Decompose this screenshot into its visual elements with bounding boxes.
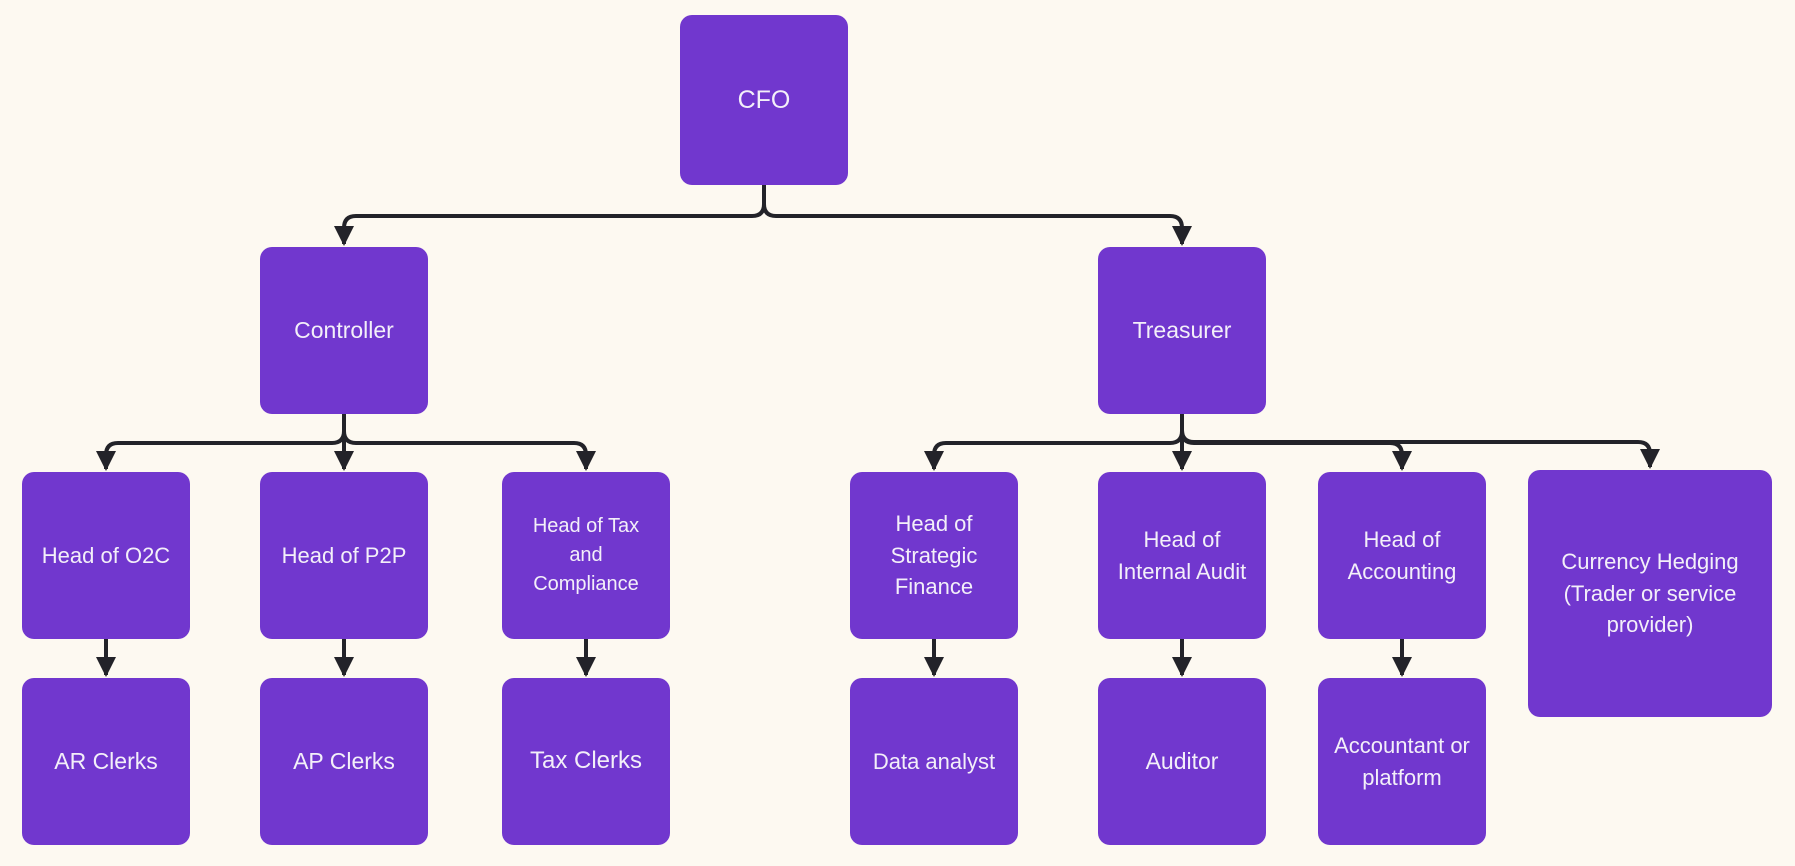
org-node-taxclerks[interactable]: Tax Clerks — [502, 678, 670, 845]
org-node-p2p[interactable]: Head of P2P — [260, 472, 428, 639]
org-node-accountant[interactable]: Accountant or platform — [1318, 678, 1486, 845]
org-node-label: Head of O2C — [41, 542, 171, 568]
org-node-label: Head of Tax and Compliance — [532, 515, 640, 595]
org-node-controller[interactable]: Controller — [260, 247, 428, 414]
org-node-label: Head of Accounting — [1347, 526, 1457, 584]
org-node-label: Currency Hedging (Trader or service prov… — [1561, 548, 1739, 638]
org-node-ap[interactable]: AP Clerks — [260, 678, 428, 845]
org-node-treasurer[interactable]: Treasurer — [1098, 247, 1266, 414]
org-node-label: AP Clerks — [293, 747, 395, 774]
org-node-label: CFO — [737, 85, 791, 114]
org-edge-treasurer-to-strategic — [924, 414, 1184, 471]
org-node-label: Accountant or platform — [1334, 732, 1470, 790]
org-node-label: AR Clerks — [54, 747, 158, 774]
org-node-label: Head of Strategic Finance — [890, 510, 978, 600]
org-node-label: Head of Internal Audit — [1117, 526, 1247, 584]
org-node-o2c[interactable]: Head of O2C — [22, 472, 190, 639]
org-edge-treasurer-to-hedging — [1180, 414, 1660, 469]
org-node-tax[interactable]: Head of Tax and Compliance — [502, 472, 670, 639]
org-node-hedging[interactable]: Currency Hedging (Trader or service prov… — [1528, 470, 1772, 717]
org-node-accounting[interactable]: Head of Accounting — [1318, 472, 1486, 639]
org-node-ar[interactable]: AR Clerks — [22, 678, 190, 845]
org-node-label: Treasurer — [1132, 316, 1232, 343]
org-node-data[interactable]: Data analyst — [850, 678, 1018, 845]
org-node-label: Tax Clerks — [529, 747, 643, 775]
org-node-label: Data analyst — [872, 748, 996, 774]
org-node-audit[interactable]: Head of Internal Audit — [1098, 472, 1266, 639]
org-node-label: Head of P2P — [281, 542, 407, 568]
org-edge-treasurer-to-accounting — [1180, 414, 1412, 471]
org-node-label: Controller — [294, 316, 394, 343]
org-node-strategic[interactable]: Head of Strategic Finance — [850, 472, 1018, 639]
org-edge-cfo-to-controller — [334, 185, 766, 246]
org-node-label: Auditor — [1145, 747, 1219, 774]
org-node-cfo[interactable]: CFO — [680, 15, 848, 185]
org-edge-controller-to-o2c — [96, 414, 346, 471]
org-edge-cfo-to-treasurer — [762, 185, 1192, 246]
org-edge-controller-to-tax — [342, 414, 596, 471]
org-node-auditor[interactable]: Auditor — [1098, 678, 1266, 845]
